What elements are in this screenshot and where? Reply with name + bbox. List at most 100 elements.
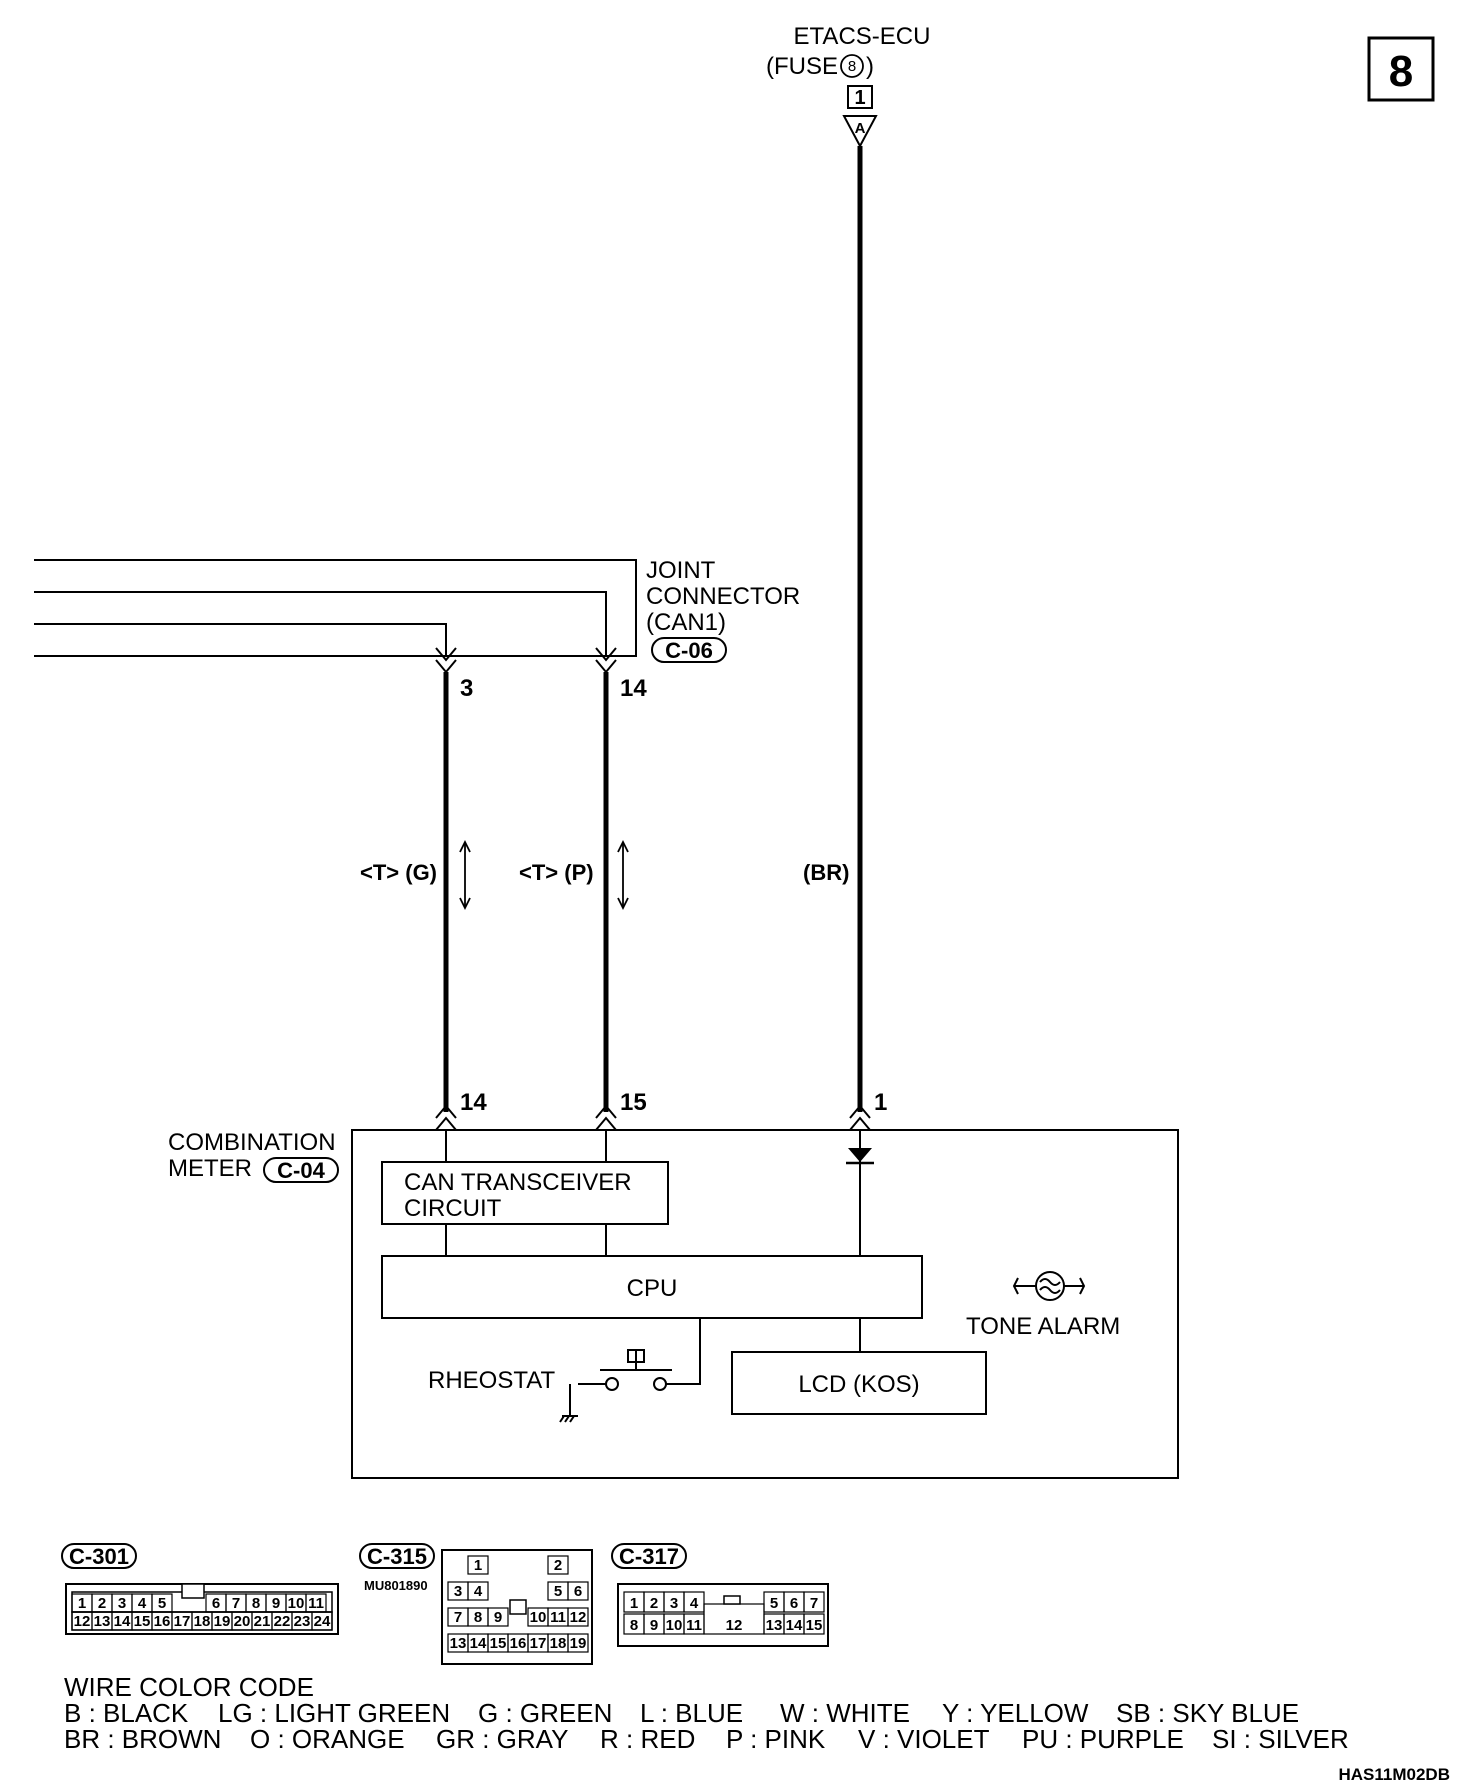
connector-pin-number: 1 <box>630 1595 638 1612</box>
connector-pin-number: 8 <box>474 1609 482 1626</box>
ground-icon <box>559 1415 578 1423</box>
etacs-pin: 1 <box>854 87 865 109</box>
connector-pin-number: 14 <box>786 1617 803 1634</box>
connector-pin-cell <box>311 1611 333 1631</box>
connector-pin-number: 3 <box>670 1595 678 1612</box>
tone-alarm-label: TONE ALARM <box>966 1313 1120 1340</box>
connector-pin-number: 17 <box>530 1635 547 1652</box>
joint-pin-14: 14 <box>620 675 647 702</box>
connector-pin-number: 1 <box>474 1557 482 1574</box>
can-bus-lines <box>34 559 637 657</box>
connector-pin-number: 11 <box>550 1609 566 1626</box>
rheostat-switch-icon <box>600 1349 672 1391</box>
connector-pin-number: 1 <box>78 1595 86 1612</box>
tone-alarm-icon <box>1012 1271 1086 1301</box>
legend-title: WIRE COLOR CODE <box>64 1672 314 1702</box>
lcd-label: LCD (KOS) <box>798 1371 919 1398</box>
joint-connector-id: C-06 <box>665 638 713 663</box>
rheostat-label: RHEOSTAT <box>428 1367 555 1394</box>
connector-pin-cell <box>567 1607 589 1627</box>
joint-connector-marks <box>435 647 617 674</box>
wire-color-legend: WIRE COLOR CODE B : BLACK LG : LIGHT GRE… <box>64 1672 1349 1754</box>
svg-text:(CAN1): (CAN1) <box>646 609 726 636</box>
connector-pin-number: 2 <box>554 1557 562 1574</box>
etacs-connector-triangle <box>842 115 878 149</box>
legend-gr: GR : GRAY <box>436 1724 568 1754</box>
legend-l: L : BLUE <box>640 1698 743 1728</box>
can-transceiver-block <box>381 1161 669 1225</box>
can-line-top <box>34 559 637 657</box>
legend-si: SI : SILVER <box>1212 1724 1349 1754</box>
page-number-box: 8 <box>1367 36 1435 102</box>
wire-br-label: (BR) <box>803 860 849 885</box>
c301-id-box <box>61 1543 137 1569</box>
connector-pin-number: 3 <box>454 1583 462 1600</box>
joint-connector-id-box <box>651 637 727 663</box>
connector-pin-number: 15 <box>806 1617 823 1634</box>
wire-can-p-label: <T> (P) <box>519 860 594 885</box>
connector-pin-number: 5 <box>554 1583 562 1600</box>
connector-pin-number: 8 <box>630 1617 638 1634</box>
connector-pin-number: 11 <box>308 1595 324 1612</box>
legend-v: V : VIOLET <box>858 1724 990 1754</box>
can-transceiver-label-1: CAN TRANSCEIVER <box>404 1169 632 1196</box>
etacs-title: ETACS-ECU <box>794 23 931 50</box>
c301-label: C-301 <box>69 1544 129 1569</box>
legend-r: R : RED <box>600 1724 695 1754</box>
legend-lg: LG : LIGHT GREEN <box>218 1698 450 1728</box>
connector-pin-number: 12 <box>570 1609 587 1626</box>
connector-pin-number: 9 <box>272 1595 280 1612</box>
connector-pin-number: 4 <box>690 1595 699 1612</box>
connector-pin-number: 21 <box>254 1613 271 1630</box>
c315-housing <box>441 1549 593 1665</box>
connector-pin-number: 2 <box>650 1595 658 1612</box>
can-line-3 <box>34 623 447 656</box>
wire-can-g-label: <T> (G) <box>360 860 437 885</box>
etacs-fuse-label: (FUSE <box>766 53 838 80</box>
connector-pin-number: 5 <box>158 1595 166 1612</box>
connector-pin-number: 9 <box>494 1609 502 1626</box>
connector-pin-number: 2 <box>98 1595 106 1612</box>
legend-pu: PU : PURPLE <box>1022 1724 1184 1754</box>
c315-label: C-315 <box>367 1544 427 1569</box>
connector-pin-number: 12 <box>726 1617 743 1634</box>
etacs-fuse-close: ) <box>866 53 874 80</box>
can-line-2 <box>34 591 607 656</box>
connector-pin-number: 4 <box>138 1595 147 1612</box>
svg-text:CONNECTOR: CONNECTOR <box>646 583 800 610</box>
lcd-block <box>731 1351 987 1415</box>
can-transceiver-label-2: CIRCUIT <box>404 1195 502 1222</box>
combination-meter-box <box>351 1129 1179 1479</box>
connector-pin-cell <box>803 1591 825 1613</box>
legend-g: G : GREEN <box>478 1698 612 1728</box>
etacs-connector-letter: A <box>855 120 866 137</box>
etacs-pin-box <box>847 85 873 109</box>
connector-pin-number: 17 <box>174 1613 191 1630</box>
connector-pin-number: 20 <box>234 1613 251 1630</box>
connector-pin-number: 13 <box>766 1617 783 1634</box>
connector-pin-number: 12 <box>74 1613 91 1630</box>
connector-pin-number: 13 <box>94 1613 111 1630</box>
connector-pin-number: 23 <box>294 1613 311 1630</box>
meter-pin-1: 1 <box>874 1089 887 1116</box>
connector-pin-cell <box>567 1633 589 1653</box>
meter-pin-15: 15 <box>620 1089 647 1116</box>
meter-pin-14: 14 <box>460 1089 487 1116</box>
diode-icon <box>846 1148 874 1165</box>
connector-pin-number: 10 <box>530 1609 547 1626</box>
fuse-number-circle <box>840 54 864 78</box>
connector-pin-number: 14 <box>114 1613 131 1630</box>
connector-pin-cell <box>487 1607 509 1627</box>
combination-meter-label: COMBINATION METER C-04 <box>168 1129 339 1183</box>
connector-pin-number: 22 <box>274 1613 291 1630</box>
connector-pin-number: 3 <box>118 1595 126 1612</box>
svg-text:JOINT: JOINT <box>646 557 716 584</box>
connector-pin-number: 18 <box>194 1613 211 1630</box>
legend-br: BR : BROWN <box>64 1724 221 1754</box>
diagram-code: HAS11M02DB <box>1339 1765 1451 1784</box>
connector-pin-number: 13 <box>450 1635 467 1652</box>
connector-pin-number: 24 <box>314 1613 331 1630</box>
